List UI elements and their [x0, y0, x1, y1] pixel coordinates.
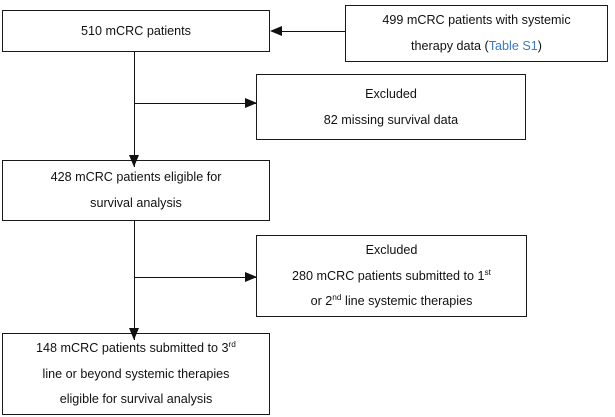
- arrowhead-down-to-final: [129, 328, 139, 340]
- ordinal-suffix-nd: nd: [332, 292, 342, 303]
- ordinal-suffix-rd: rd: [228, 338, 236, 349]
- arrowhead-left-to-source: [270, 25, 282, 36]
- node-final-line-1-text: 148 mCRC patients submitted to 3: [36, 341, 229, 356]
- connector-branch-to-excluded-1: [135, 102, 257, 104]
- node-systemic-line-2-prefix: therapy data (: [411, 39, 489, 53]
- node-excluded-1-line-1: Excluded: [365, 86, 417, 101]
- node-systemic-therapy-cohort: 499 mCRC patients with systemic therapy …: [345, 5, 608, 62]
- node-source-line-1: 510 mCRC patients: [81, 23, 191, 38]
- node-final-line-3: eligible for survival analysis: [59, 392, 213, 407]
- node-eligible-line-1: 428 mCRC patients eligible for: [50, 170, 222, 185]
- node-final-line-2: line or beyond systemic therapies: [42, 366, 230, 381]
- node-excluded-missing-survival: Excluded 82 missing survival data: [256, 74, 526, 140]
- node-eligible-line-2: survival analysis: [90, 196, 182, 210]
- arrowhead-right-to-excluded-2: [245, 271, 257, 282]
- node-excluded-2-line-1: Excluded: [365, 243, 418, 258]
- node-final-third-line-cohort: 148 mCRC patients submitted to 3rd line …: [2, 333, 270, 415]
- connector-trunk-upper: [134, 52, 136, 167]
- node-final-line-1: 148 mCRC patients submitted to 3rd: [30, 340, 242, 357]
- node-excluded-2-line-3-prefix: or 2: [310, 294, 333, 309]
- arrowhead-right-to-excluded-1: [245, 97, 257, 108]
- node-excluded-2-line-3: or 2nd line systemic therapies: [305, 293, 479, 310]
- node-systemic-line-2: therapy data (Table S1): [405, 38, 548, 55]
- ordinal-suffix-st: st: [484, 266, 491, 277]
- node-systemic-line-1: 499 mCRC patients with systemic: [382, 13, 571, 28]
- connector-branch-to-excluded-2: [135, 276, 257, 278]
- node-excluded-2-line-2-text: 280 mCRC patients submitted to 1: [292, 268, 485, 283]
- node-eligible-survival-analysis: 428 mCRC patients eligible for survival …: [2, 160, 270, 221]
- connector-systemic-to-source: [272, 30, 345, 32]
- table-s1-link[interactable]: Table S1: [488, 39, 538, 53]
- node-excluded-1-line-2: 82 missing survival data: [323, 112, 459, 127]
- connector-trunk-lower: [134, 221, 136, 340]
- node-excluded-2-line-3-suffix: line systemic therapies: [341, 294, 473, 309]
- node-excluded-2-line-2: 280 mCRC patients submitted to 1st: [286, 266, 497, 285]
- node-systemic-line-2-suffix: ): [537, 39, 542, 53]
- node-excluded-first-second-line: Excluded 280 mCRC patients submitted to …: [256, 235, 527, 317]
- node-source-cohort: 510 mCRC patients: [2, 10, 270, 52]
- arrowhead-down-to-eligible: [129, 155, 139, 167]
